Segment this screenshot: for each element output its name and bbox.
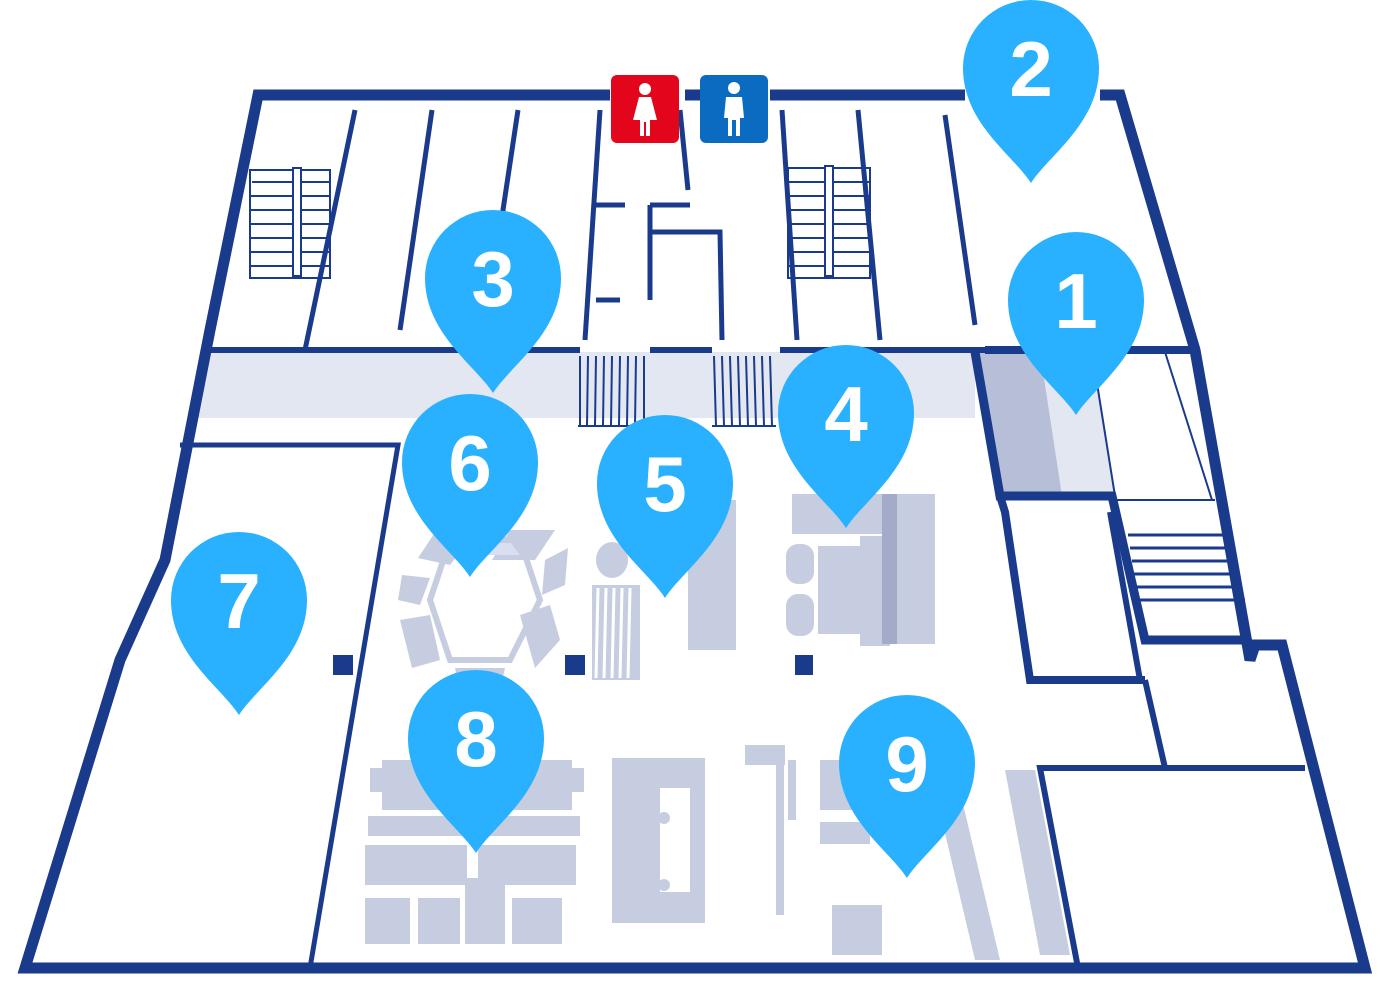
marker-3[interactable]: 3 xyxy=(425,210,561,393)
map-pin-icon xyxy=(425,210,561,393)
female-restroom-icon xyxy=(633,83,657,136)
map-pin-icon xyxy=(778,345,914,528)
marker-5[interactable]: 5 xyxy=(597,415,733,598)
walls xyxy=(17,89,1373,974)
marker-6[interactable]: 6 xyxy=(402,394,538,577)
marker-9[interactable]: 9 xyxy=(839,695,975,878)
counter xyxy=(612,758,705,923)
male-restroom-icon xyxy=(724,82,744,136)
marker-label: 2 xyxy=(1009,25,1052,113)
marker-label: 1 xyxy=(1054,257,1097,345)
marker-label: 9 xyxy=(885,720,928,808)
marker-label: 3 xyxy=(471,235,514,323)
map-pin-icon xyxy=(597,415,733,598)
marker-8[interactable]: 8 xyxy=(408,670,544,853)
marker-label: 6 xyxy=(448,419,491,507)
marker-4[interactable]: 4 xyxy=(778,345,914,528)
marker-label: 5 xyxy=(643,440,686,528)
marker-label: 7 xyxy=(217,557,260,645)
desk-area-4 xyxy=(786,494,935,646)
restroom-men[interactable] xyxy=(700,75,768,143)
stairs-right xyxy=(1128,533,1245,602)
map-pin-icon xyxy=(402,394,538,577)
map-pin-icon xyxy=(408,670,544,853)
map-pin-icon xyxy=(963,0,1099,183)
entrance-steps xyxy=(578,355,776,427)
marker-label: 4 xyxy=(824,370,867,458)
marker-1[interactable]: 1 xyxy=(1008,232,1144,415)
stairs-middle xyxy=(787,165,871,279)
marker-2[interactable]: 2 xyxy=(963,0,1099,183)
pillars xyxy=(333,655,813,675)
marker-label: 8 xyxy=(454,695,497,783)
marker-7[interactable]: 7 xyxy=(171,532,307,715)
restroom-women[interactable] xyxy=(611,75,679,143)
map-pin-icon xyxy=(171,532,307,715)
map-pin-icon xyxy=(1008,232,1144,415)
map-pin-icon xyxy=(839,695,975,878)
stairs-left xyxy=(249,167,331,279)
